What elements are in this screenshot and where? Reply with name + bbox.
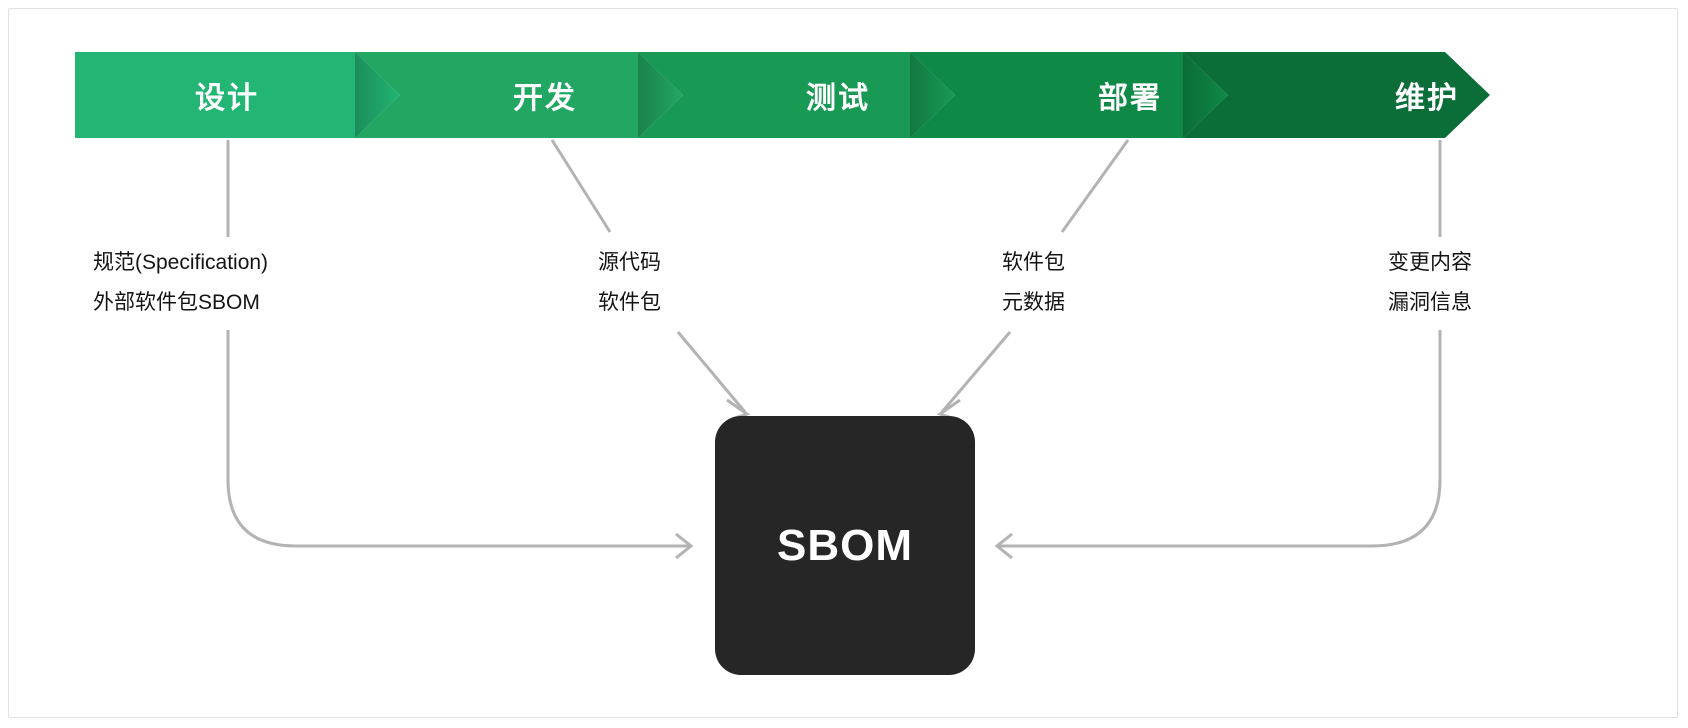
connector-stub-development	[550, 139, 612, 233]
input-note-deploy-line-2: 元数据	[1002, 291, 1065, 314]
input-note-design: 规范(Specification) 外部软件包SBOM	[93, 243, 268, 323]
input-note-deploy: 软件包 元数据	[1002, 243, 1065, 323]
connector-arrowhead-maintenance	[994, 532, 1013, 560]
input-note-development-line-1: 源代码	[598, 251, 661, 274]
chevron-shadow-4	[1183, 52, 1228, 138]
input-note-design-line-1: 规范(Specification)	[93, 251, 269, 274]
pipeline-chevron-band	[75, 52, 1490, 138]
pipeline-stage-shape-2[interactable]	[355, 52, 683, 138]
connector-stub-deploy	[1060, 139, 1130, 233]
connector-curve-maintenance-to-sbom	[998, 330, 1442, 548]
sbom-node-label: SBOM	[777, 520, 913, 570]
connector-arrowhead-design	[675, 532, 694, 560]
pipeline-stage-shape-5[interactable]	[1183, 52, 1490, 138]
chevron-shadow-2	[638, 52, 683, 138]
pipeline-stage-shape-1[interactable]	[75, 52, 400, 138]
input-note-maintenance: 变更内容 漏洞信息	[1388, 243, 1472, 323]
input-note-maintenance-line-1: 变更内容	[1388, 251, 1472, 274]
pipeline-stage-shape-3[interactable]	[638, 52, 955, 138]
pipeline-stage-shape-4[interactable]	[910, 52, 1228, 138]
chevron-shadow-1	[355, 52, 400, 138]
connector-diagonal-development-to-sbom	[676, 331, 747, 413]
connector-curve-design-to-sbom	[226, 330, 690, 548]
chevron-shadow-3	[910, 52, 955, 138]
input-note-development-line-2: 软件包	[598, 291, 661, 314]
input-note-development: 源代码 软件包	[598, 243, 661, 323]
input-note-maintenance-line-2: 漏洞信息	[1388, 291, 1472, 314]
sbom-node[interactable]: SBOM	[715, 416, 975, 675]
input-note-deploy-line-1: 软件包	[1002, 251, 1065, 274]
connector-diagonal-deploy-to-sbom	[940, 331, 1012, 413]
input-note-design-line-2: 外部软件包SBOM	[93, 291, 260, 314]
